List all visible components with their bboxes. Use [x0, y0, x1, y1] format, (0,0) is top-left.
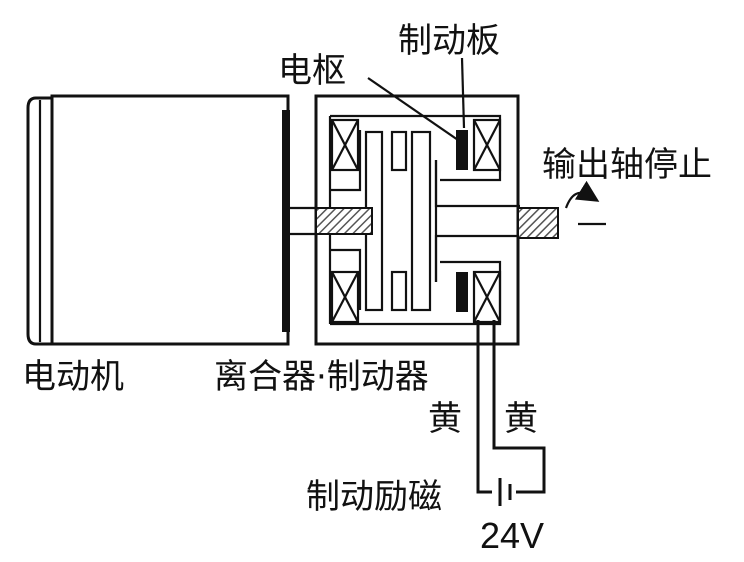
armature-bottom — [456, 272, 468, 312]
label-motor: 电动机 — [22, 357, 124, 397]
label-brake-plate: 制动板 — [398, 21, 500, 61]
clutch-brake-housing — [290, 94, 520, 346]
leader-armature — [367, 77, 459, 141]
coil-left-bottom — [330, 270, 360, 324]
output-hub — [434, 160, 520, 282]
armature-top — [456, 130, 468, 170]
label-brake-excitation: 制动励磁 — [306, 477, 442, 517]
coil-right-bottom — [472, 270, 502, 324]
label-wire-left: 黄 — [428, 399, 462, 439]
wiring — [476, 320, 546, 506]
label-wire-right: 黄 — [504, 399, 538, 439]
coil-right-top — [472, 118, 502, 172]
label-armature: 电枢 — [278, 51, 346, 91]
rotation-stop-symbol — [564, 180, 606, 226]
label-voltage: 24V — [480, 515, 544, 556]
motor-body — [26, 94, 290, 346]
leader-brake-plate — [460, 57, 466, 129]
label-output-shaft-stop: 输出轴停止 — [542, 145, 712, 185]
label-clutch-brake: 离合器·制动器 — [214, 357, 429, 397]
clutch-rotor — [330, 130, 432, 312]
coil-left-top — [330, 118, 360, 172]
output-shaft — [517, 207, 559, 239]
input-shaft — [315, 207, 373, 235]
